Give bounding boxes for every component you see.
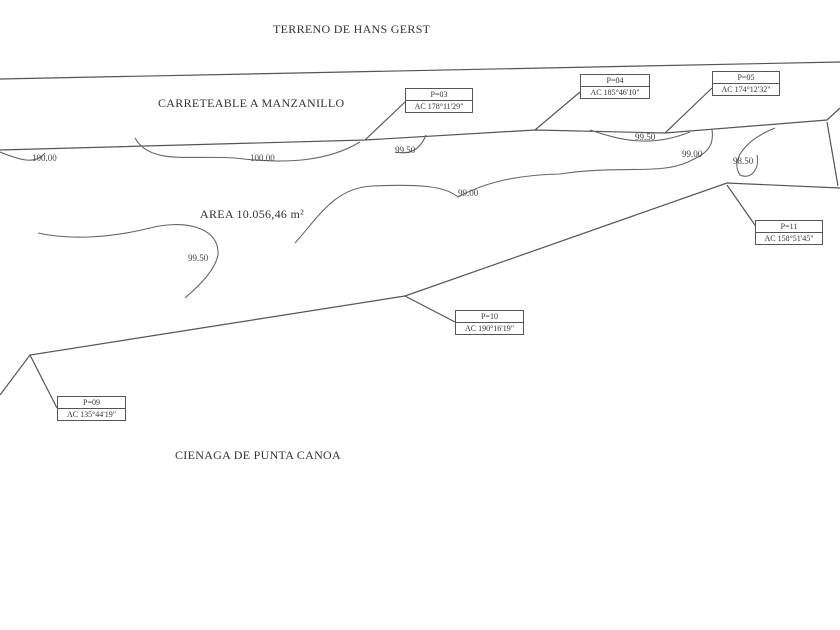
contour-label: 100.00	[250, 153, 275, 163]
south-neighbor-label: CIENAGA DE PUNTA CANOA	[175, 448, 341, 462]
east-boundary	[826, 121, 839, 187]
contour-line	[736, 127, 776, 177]
point-id: P=04	[581, 75, 649, 87]
leader-p10	[404, 295, 456, 323]
contour-line	[589, 129, 691, 142]
contour-label: 98.50	[733, 156, 754, 166]
point-angle: AC 174°12'32"	[721, 85, 771, 94]
point-angle: AC 135°44'19"	[66, 410, 117, 419]
point-label-p11: P=11 AC 158°51'45"	[755, 220, 823, 245]
road-south-boundary	[0, 107, 840, 151]
point-label-p03: P=03 AC 178°11'29"	[405, 88, 473, 113]
point-id: P=05	[713, 72, 779, 84]
point-angle: AC 185°46'10"	[590, 88, 640, 97]
point-id: P=11	[756, 221, 822, 233]
point-label-p09: P=09 AC 135°44'19"	[57, 396, 126, 421]
leader-p04	[534, 91, 581, 131]
contour-line	[394, 134, 427, 154]
road-north-edge	[0, 61, 840, 80]
contour-label: 99.00	[682, 149, 703, 159]
contour-label: 99.50	[395, 145, 416, 155]
contour-label: 99.50	[635, 132, 656, 142]
point-angle: AC 190°16'19"	[464, 324, 515, 333]
north-neighbor-label: TERRENO DE HANS GERST	[273, 22, 431, 36]
leader-p05	[664, 87, 713, 134]
leader-p03	[364, 101, 406, 141]
contour-label: 100.00	[32, 153, 57, 163]
point-label-p10: P=10 AC 190°16'19"	[455, 310, 524, 335]
point-label-p04: P=04 AC 185°46'10"	[580, 74, 650, 99]
point-id: P=09	[58, 397, 125, 409]
contour-line	[294, 129, 713, 244]
point-label-p05: P=05 AC 174°12'32"	[712, 71, 780, 96]
point-id: P=10	[456, 311, 523, 323]
contour-line	[37, 224, 219, 299]
leader-p11	[726, 184, 758, 229]
point-id: P=03	[406, 89, 472, 101]
contour-label: 99.50	[188, 253, 209, 263]
area-label: AREA 10.056,46 m²	[200, 207, 305, 221]
south-boundary	[0, 182, 840, 396]
point-angle: AC 178°11'29"	[414, 102, 464, 111]
contour-line	[0, 151, 46, 161]
contour-line	[134, 137, 361, 162]
leader-p09	[29, 354, 58, 409]
point-angle: AC 158°51'45"	[764, 234, 814, 243]
road-label: CARRETEABLE A MANZANILLO	[158, 96, 345, 110]
contour-label: 99.00	[458, 188, 479, 198]
